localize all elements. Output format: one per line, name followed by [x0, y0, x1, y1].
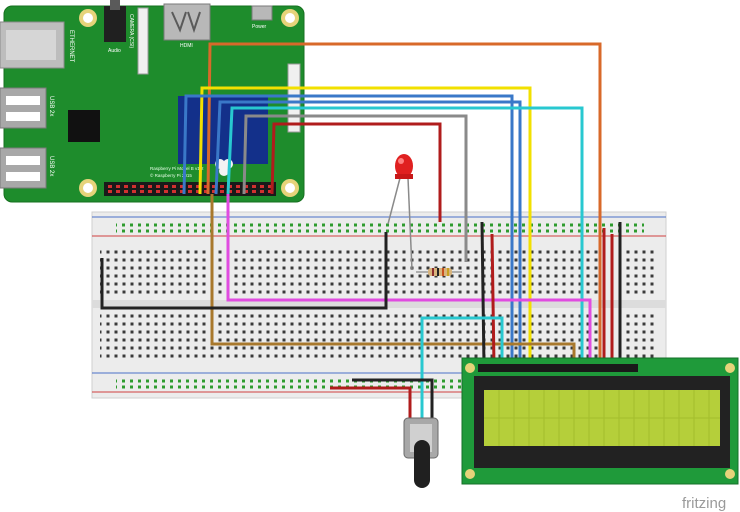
lcd-character-grid	[484, 390, 720, 446]
usb-label-1: USB 2x	[48, 96, 54, 116]
lcd-pin-header	[478, 364, 638, 372]
fritzing-watermark: fritzing	[682, 495, 726, 512]
hdmi-label: HDMI	[180, 43, 193, 49]
wire-magenta	[226, 194, 592, 366]
audio-jack	[104, 6, 126, 42]
wire-black-ground	[100, 232, 388, 310]
usb-label-2: USB 2x	[48, 156, 54, 176]
hdmi-port	[163, 3, 211, 41]
wire-red	[270, 122, 442, 222]
potentiometer	[403, 417, 439, 488]
wire-red-lcd-1	[490, 233, 496, 367]
lcd-16x2	[461, 357, 739, 485]
wire-brown	[210, 194, 576, 366]
usb-port-1	[0, 87, 47, 129]
gpio-header	[104, 182, 276, 196]
upper-terminal-strip	[100, 246, 656, 294]
usb-port-2	[0, 147, 47, 189]
power-label: Power	[252, 24, 267, 30]
camera-connector	[137, 7, 149, 75]
wire-black-lcd-1	[480, 221, 486, 367]
copyright-label: © Raspberry Pi 2015	[150, 172, 192, 178]
wire-blue-2	[214, 100, 522, 366]
wire-cyan-pot	[420, 316, 504, 420]
breadboard	[91, 211, 667, 399]
resistor	[416, 268, 462, 276]
display-connector	[287, 63, 301, 133]
wire-yellow	[198, 86, 532, 366]
center-channel	[92, 300, 666, 308]
led-red	[387, 154, 413, 271]
soc-chip	[178, 96, 268, 164]
wires	[100, 42, 622, 420]
wire-black-pot	[352, 378, 434, 420]
cpu-chip	[68, 110, 100, 142]
wire-red-pot	[330, 386, 412, 420]
power-port	[251, 5, 273, 21]
camera-label: CAMERA (CSI)	[128, 14, 134, 49]
wire-blue	[182, 94, 514, 366]
wire-cyan	[226, 106, 584, 366]
model-label: Raspberry Pi Model B v1.2	[150, 166, 204, 171]
top-power-rail	[116, 222, 644, 234]
audio-label: Audio	[108, 48, 121, 54]
wire-orange	[206, 42, 602, 366]
ethernet-label: ETHERNET	[68, 30, 74, 63]
lower-terminal-strip	[100, 312, 656, 360]
wire-gray	[242, 114, 468, 262]
